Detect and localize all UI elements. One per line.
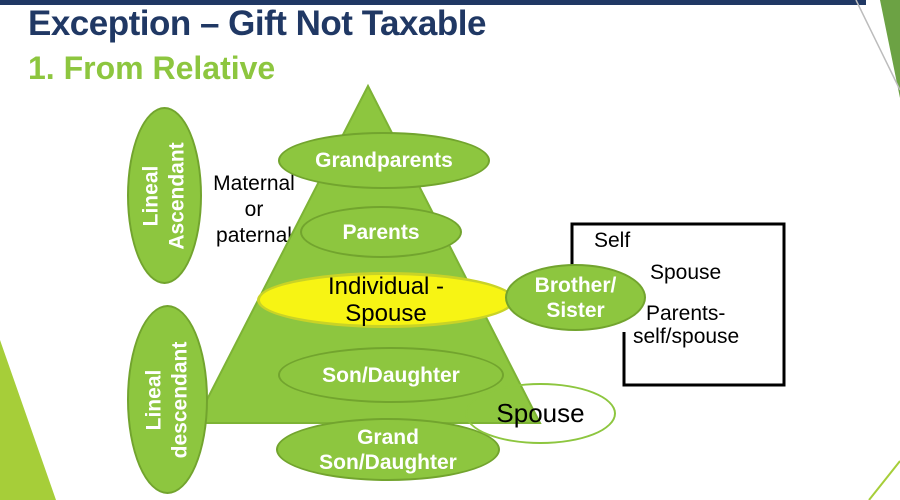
corner-accent-top-right	[880, 0, 900, 98]
corner-line-top-right	[855, 0, 900, 91]
node-spouse: Spouse	[465, 383, 616, 444]
slide-subtitle: 1. From Relative	[28, 50, 276, 86]
maternal-paternal-note: Maternal or paternal	[198, 171, 310, 249]
maternal-note-line3: paternal	[216, 224, 292, 247]
node-individual-spouse: Individual - Spouse	[257, 272, 515, 328]
corner-accent-bottom-left	[0, 340, 56, 500]
corner-line-bottom-right	[868, 460, 900, 500]
maternal-note-line2: or	[244, 198, 264, 221]
node-brother-line2: Sister	[546, 298, 605, 322]
box-item-parents-line2: self/spouse	[633, 325, 740, 348]
node-parents-label: Parents	[342, 220, 420, 244]
node-grand-son-daughter: Grand Son/Daughter	[276, 418, 500, 481]
top-accent-bar	[0, 0, 866, 5]
node-lineal-descendant: Lineal descendant	[127, 305, 208, 494]
node-son-daughter-label: Son/Daughter	[322, 363, 460, 387]
maternal-note-line1: Maternal	[213, 172, 295, 195]
box-item-parents-line1: Parents-	[646, 302, 726, 325]
node-brother-line1: Brother/	[534, 273, 617, 297]
node-individual-line1: Individual -	[327, 273, 445, 300]
node-spouse-label: Spouse	[496, 398, 585, 428]
node-grandparents-label: Grandparents	[315, 149, 453, 172]
box-item-spouse: Spouse	[650, 261, 722, 284]
node-grand-line1: Grand	[357, 425, 419, 449]
node-parents: Parents	[300, 206, 462, 258]
node-lineal-ascendant: Lineal Ascendant	[127, 107, 202, 284]
node-grand-line2: Son/Daughter	[319, 450, 457, 474]
node-individual-line2: Spouse	[345, 300, 427, 327]
node-son-daughter: Son/Daughter	[278, 347, 504, 403]
slide-title: Exception – Gift Not Taxable	[28, 4, 486, 43]
node-brother-sister: Brother/ Sister	[505, 264, 646, 331]
node-grandparents: Grandparents	[278, 132, 490, 189]
box-item-self: Self	[594, 229, 631, 252]
